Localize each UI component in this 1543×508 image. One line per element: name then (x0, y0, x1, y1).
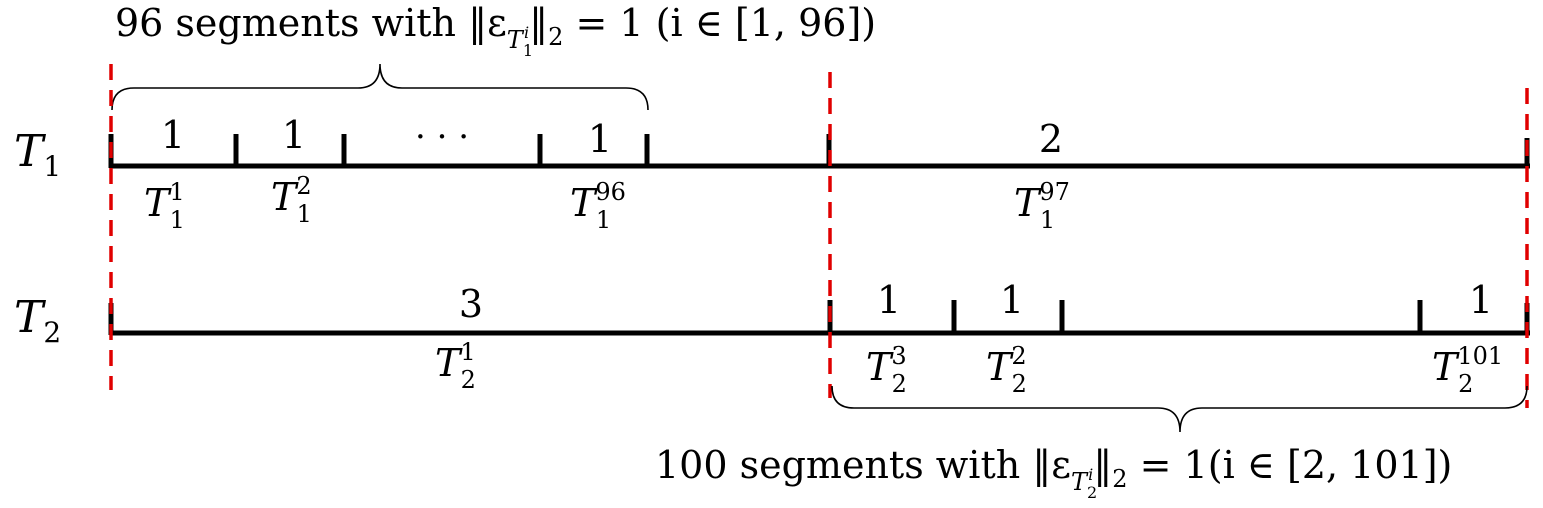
top-brace-tail: ‖ (529, 1, 548, 45)
top-brace-sub: T (507, 26, 525, 54)
t2-weight: 1 (1469, 278, 1493, 322)
top-brace-eq: = 1 (i ∈ [1, 96]) (563, 1, 876, 45)
top-brace (111, 63, 649, 111)
top-brace-text: 96 segments with ‖ε (115, 1, 507, 45)
top-brace-norm-sub: 2 (548, 23, 563, 51)
t2-weight: 1 (1000, 278, 1024, 322)
t1-weight: 1 (161, 113, 185, 157)
bottom-brace-norm-sub: 2 (1112, 465, 1127, 493)
bottom-brace-subsup: i (1088, 465, 1093, 484)
bottom-brace-eq: = 1(i ∈ [2, 101]) (1128, 443, 1453, 487)
bottom-brace-sub: T (1071, 468, 1089, 496)
top-brace-subsub: 1 (523, 41, 533, 60)
row-t1-name: T (14, 126, 47, 177)
t1-weight: 1 (588, 117, 612, 161)
t2-weight: 3 (459, 282, 483, 326)
bottom-brace-text: 100 segments with ‖ε (655, 443, 1071, 487)
top-brace-subsup: i (524, 23, 529, 42)
top-brace-label: 96 segments with ‖εT1i‖2 = 1 (i ∈ [1, 96… (115, 1, 876, 60)
bottom-brace (831, 385, 1528, 433)
bottom-brace-subsub: 2 (1087, 483, 1097, 502)
t1-weight: 2 (1039, 117, 1063, 161)
row-t2-sub: 2 (43, 316, 61, 349)
row-t1-sub: 1 (43, 150, 61, 183)
t2-weight: 1 (877, 278, 901, 322)
bottom-brace-label: 100 segments with ‖εT2i‖2 = 1(i ∈ [2, 10… (655, 443, 1452, 502)
row-t2-name: T (14, 292, 47, 343)
t1-weight: 1 (282, 113, 306, 157)
row-label-t2: T2 (14, 292, 61, 349)
bottom-brace-tail: ‖ (1093, 443, 1112, 487)
row-label-t1: T1 (14, 126, 61, 183)
t1-weight: · · · (415, 117, 469, 157)
